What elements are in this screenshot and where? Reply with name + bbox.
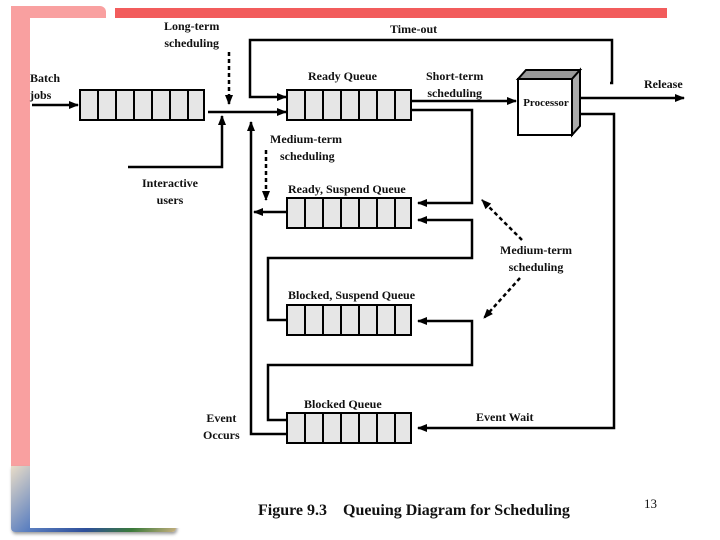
ready-queue-label: Ready Queue — [308, 69, 377, 83]
event-wait-label: Event Wait — [476, 410, 534, 424]
figure-caption: Figure 9.3 Queuing Diagram for Schedulin… — [258, 502, 570, 519]
queue-blocked-suspend — [286, 304, 412, 336]
accent-bar — [115, 8, 667, 18]
medium-term-dashed-arrow-lower — [483, 277, 521, 319]
ready-suspend-queue-label: Ready, Suspend Queue — [288, 182, 406, 196]
queue-ready — [286, 89, 412, 121]
medium-term-dashed-arrow-upper — [481, 199, 523, 241]
blocked-suspend-to-ready-suspend — [266, 216, 474, 322]
time-out-label: Time-out — [390, 22, 438, 36]
page-number: 13 — [644, 496, 657, 511]
event-wait-line — [417, 112, 616, 432]
queue-batch — [79, 89, 205, 121]
processor-box — [515, 67, 583, 138]
queue-blocked — [286, 412, 412, 444]
blocked-queue-label: Blocked Queue — [304, 397, 382, 411]
time-out-loop — [248, 38, 614, 101]
queue-ready-suspend — [286, 197, 412, 229]
blocked-to-blocked-suspend — [266, 317, 474, 422]
interactive-users-line — [128, 115, 226, 169]
release-label: Release — [644, 77, 683, 91]
processor-label: Processor — [523, 97, 569, 109]
blocked-suspend-queue-label: Blocked, Suspend Queue — [288, 288, 416, 302]
event-occurs-line — [247, 121, 286, 436]
ready-to-ready-suspend — [412, 108, 474, 207]
